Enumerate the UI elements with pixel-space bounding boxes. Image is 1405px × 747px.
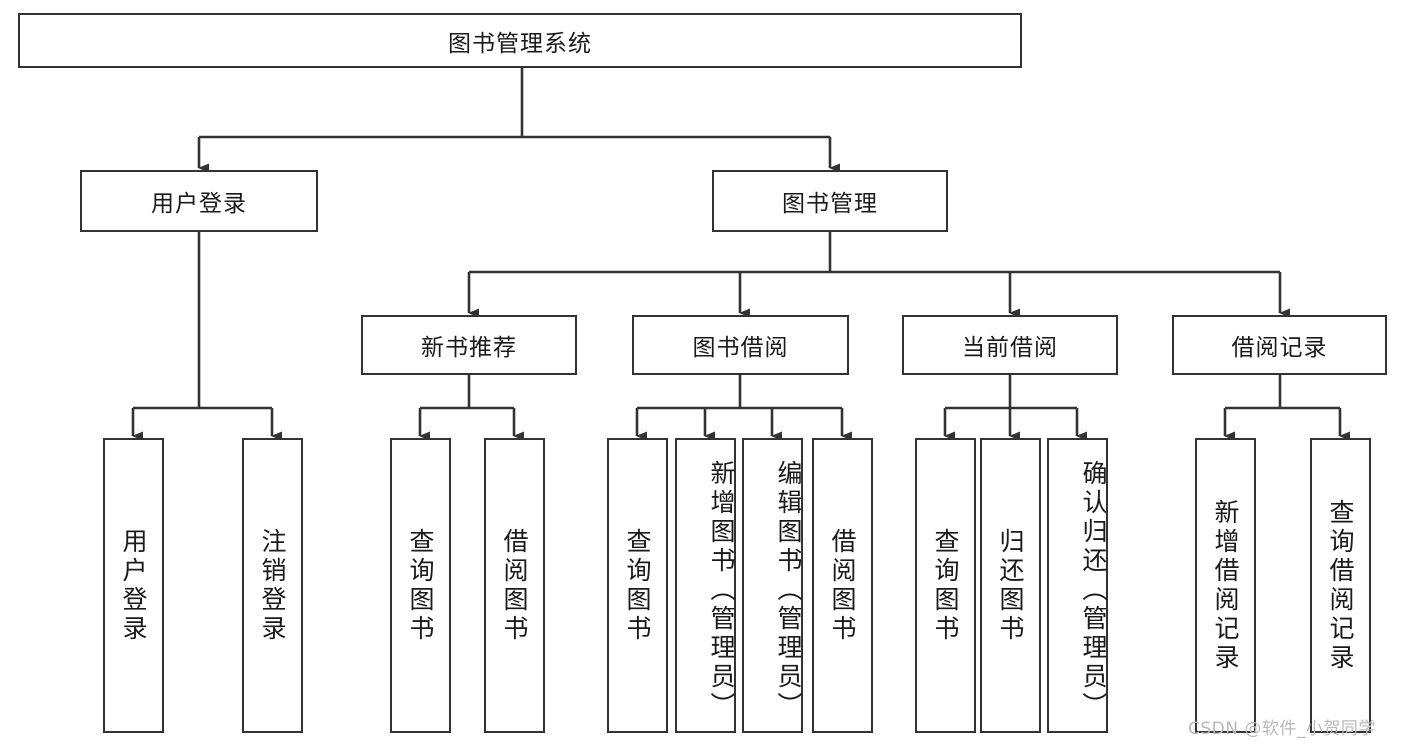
node-label: 借阅图书 bbox=[500, 527, 529, 644]
node-label: 查询图书 bbox=[406, 527, 435, 644]
node-leaf-edit-book[interactable]: 编辑图书（管理员） bbox=[742, 438, 803, 733]
node-label: 借阅图书 bbox=[828, 527, 857, 644]
node-label: 图书管理系统 bbox=[448, 30, 592, 57]
node-current-borrow[interactable]: 当前借阅 bbox=[902, 315, 1118, 375]
node-leaf-add-record[interactable]: 新增借阅记录 bbox=[1195, 438, 1256, 733]
node-leaf-query-record[interactable]: 查询借阅记录 bbox=[1310, 438, 1371, 733]
node-user-login[interactable]: 用户登录 bbox=[80, 170, 318, 232]
node-label: 确认归还（管理员） bbox=[1079, 460, 1108, 721]
node-label: 用户登录 bbox=[119, 527, 148, 644]
node-leaf-add-book[interactable]: 新增图书（管理员） bbox=[675, 438, 736, 733]
node-leaf-query-book-1[interactable]: 查询图书 bbox=[390, 438, 451, 733]
node-book-borrow[interactable]: 图书借阅 bbox=[632, 315, 849, 375]
node-leaf-logout[interactable]: 注销登录 bbox=[242, 438, 303, 733]
node-label: 归还图书 bbox=[996, 527, 1025, 644]
node-leaf-borrow-book-1[interactable]: 借阅图书 bbox=[484, 438, 545, 733]
node-label: 查询图书 bbox=[931, 527, 960, 644]
node-leaf-confirm-return[interactable]: 确认归还（管理员） bbox=[1047, 438, 1108, 733]
node-label: 用户登录 bbox=[151, 191, 247, 217]
node-label: 新增借阅记录 bbox=[1211, 498, 1240, 673]
node-label: 查询借阅记录 bbox=[1326, 498, 1355, 673]
node-borrow-record[interactable]: 借阅记录 bbox=[1172, 315, 1387, 375]
node-leaf-query-book-3[interactable]: 查询图书 bbox=[915, 438, 976, 733]
node-leaf-return-book[interactable]: 归还图书 bbox=[980, 438, 1041, 733]
node-label: 当前借阅 bbox=[962, 335, 1058, 361]
csdn-watermark: CSDN @软件_小贺同学 bbox=[1188, 719, 1376, 739]
node-book-management[interactable]: 图书管理 bbox=[712, 170, 948, 232]
node-root-system[interactable]: 图书管理系统 bbox=[18, 13, 1022, 68]
node-new-book-recommend[interactable]: 新书推荐 bbox=[361, 315, 577, 375]
node-leaf-user-login[interactable]: 用户登录 bbox=[103, 438, 164, 733]
node-label: 查询图书 bbox=[623, 527, 652, 644]
node-label: 图书管理 bbox=[782, 191, 878, 217]
node-label: 图书借阅 bbox=[692, 335, 789, 361]
node-label: 新增图书（管理员） bbox=[707, 460, 736, 721]
node-label: 新书推荐 bbox=[421, 335, 517, 361]
node-label: 注销登录 bbox=[258, 527, 287, 644]
node-label: 借阅记录 bbox=[1231, 335, 1328, 361]
node-label: 编辑图书（管理员） bbox=[774, 460, 803, 721]
node-leaf-borrow-book-2[interactable]: 借阅图书 bbox=[812, 438, 873, 733]
node-leaf-query-book-2[interactable]: 查询图书 bbox=[607, 438, 668, 733]
